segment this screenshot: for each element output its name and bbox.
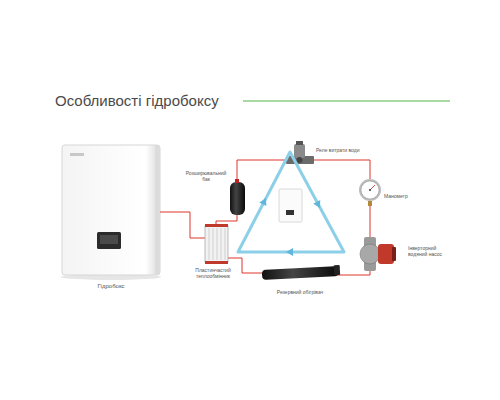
pressure-gauge xyxy=(359,179,381,206)
part-label: Резервний обігрівач xyxy=(274,289,326,295)
part-label: Інверторний водяний насос xyxy=(408,245,454,257)
part-label: Манометр xyxy=(384,193,424,199)
pipe xyxy=(160,160,370,275)
hydrobox-unit xyxy=(61,145,161,280)
title-rule xyxy=(243,100,450,102)
expansion-tank xyxy=(230,179,245,215)
circulation-pump xyxy=(360,237,396,271)
cycle-triangle xyxy=(238,152,344,256)
plate-heat-exchanger xyxy=(205,224,228,264)
part-label: Розширювальний бак xyxy=(185,170,227,182)
backup-heater xyxy=(262,265,340,280)
unit-caption: Гідробокс xyxy=(80,283,142,290)
part-label: Пластинчастий теплообмінник xyxy=(193,267,233,279)
part-label: Реле витрати води xyxy=(316,147,362,153)
hydrobox-mini xyxy=(279,189,302,222)
diagram-title: Особливості гідробоксу xyxy=(55,92,219,110)
